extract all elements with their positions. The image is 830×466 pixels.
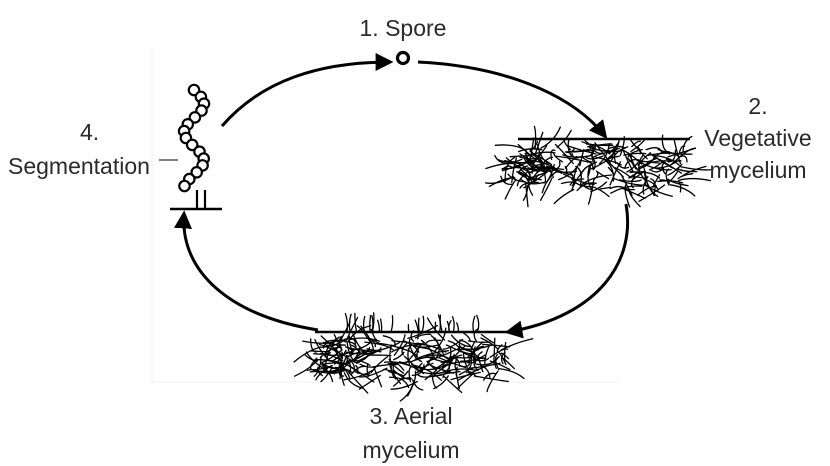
hypha (344, 373, 362, 388)
spore-icon (398, 53, 409, 64)
hypha (505, 180, 516, 200)
aerial-hypha (447, 322, 449, 333)
aerial-hypha (370, 316, 371, 333)
vegetative-number: 2. (690, 92, 826, 124)
spore-number: 1. (360, 15, 379, 41)
hypha (544, 174, 546, 183)
aerial-label: 3. Aerial mycelium (340, 402, 482, 464)
hypha (370, 355, 391, 356)
aerial-hypha (391, 316, 393, 332)
aerial-hypha (372, 316, 373, 332)
aerial-line2: mycelium (340, 436, 482, 464)
arrow-vegetative-to-aerial (508, 204, 628, 332)
hypha (463, 333, 470, 342)
hypha (595, 172, 598, 179)
spore-segment (179, 181, 189, 191)
segmentation-number: 4. (8, 118, 178, 152)
hypha (367, 364, 368, 376)
hypha (409, 339, 415, 357)
aerial-hypha (378, 320, 380, 332)
vegetative-line2: mycelium (690, 156, 826, 184)
vegetative-mycelium-icon (486, 126, 713, 207)
hypha (499, 369, 524, 379)
aerial-hypha (364, 317, 365, 332)
aerial-hypha (355, 313, 357, 332)
vegetative-line1: Vegetative (690, 124, 826, 156)
hypha (554, 154, 563, 162)
segmentation-name: Segmentation (8, 152, 178, 180)
segmentation-label: 4. Segmentation (8, 118, 178, 180)
hypha (295, 360, 318, 376)
aerial-hypha (435, 322, 436, 332)
aerial-mycelium-icon (294, 313, 533, 401)
aerial-hypha (422, 316, 424, 332)
hypha (554, 190, 574, 204)
spore-label: 1. Spore (340, 14, 466, 42)
hypha (564, 140, 570, 150)
arrow-spore-to-vegetative (418, 62, 605, 136)
aerial-number: 3. (369, 403, 388, 429)
aerial-line1: 3. Aerial (340, 402, 482, 436)
aerial-word: Aerial (394, 403, 453, 429)
hypha (541, 127, 561, 148)
arrow-segmentation-to-spore (222, 62, 390, 126)
aerial-hypha (381, 319, 382, 332)
vegetative-label: 2. Vegetative mycelium (690, 92, 826, 184)
hypha (600, 187, 610, 189)
aerial-hypha (473, 316, 475, 332)
aerial-hypha (419, 318, 420, 332)
aerial-hypha (453, 317, 455, 332)
hypha (311, 351, 329, 352)
arrow-aerial-to-segmentation (184, 214, 318, 330)
hypha (494, 338, 495, 363)
hypha (670, 185, 695, 196)
spore-name: Spore (385, 15, 446, 41)
hypha (541, 178, 552, 200)
hypha (374, 367, 382, 386)
aerial-hypha (457, 323, 459, 332)
hypha (426, 340, 440, 343)
